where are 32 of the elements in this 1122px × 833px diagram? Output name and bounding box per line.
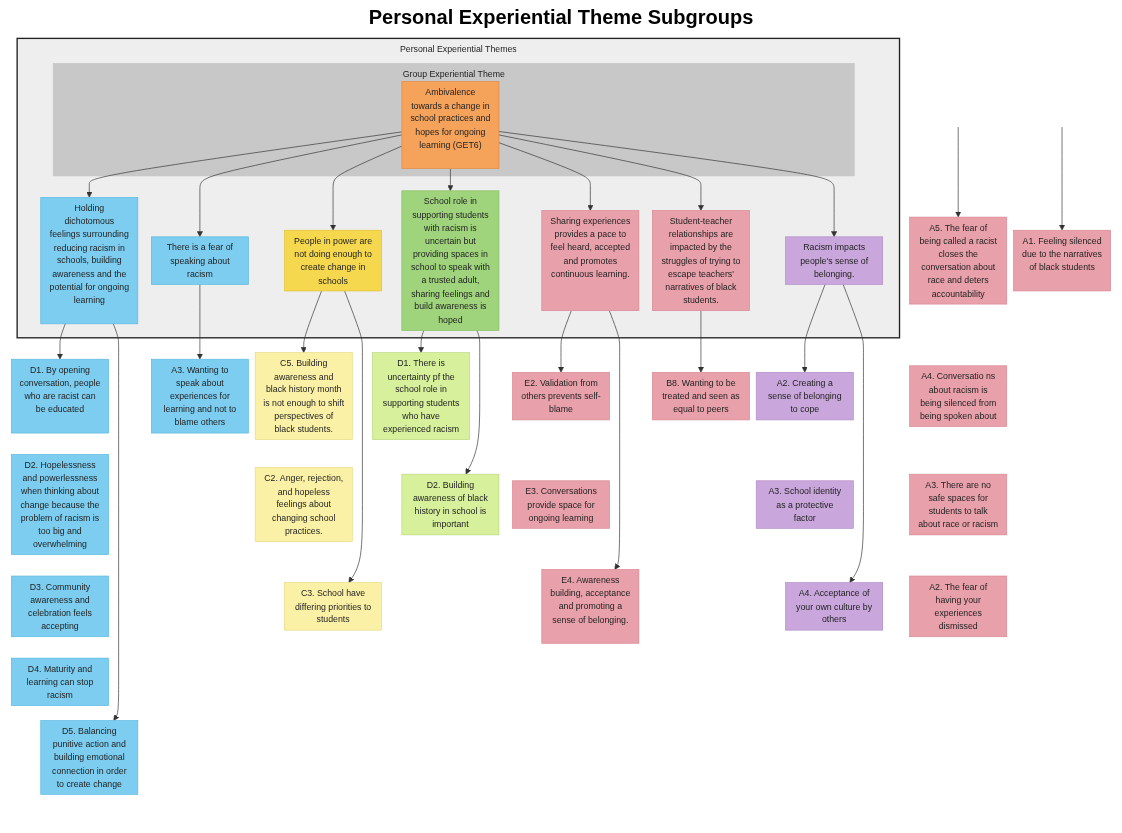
node-box: A3. There are no safe spaces for students to talk about race or racism [909,473,1008,536]
node-box: D5. Balancing punitive action and building emotional connection in order to create change [40,720,139,795]
node-box: D4. Maturity and learning can stop racism [11,657,109,706]
node-box: There is a fear of speaking about racism [151,236,249,285]
node-box: Racism impacts people's sense of belonging. [785,236,883,285]
diagram-title: Personal Experiential Theme Subgroups [367,6,755,29]
node-box: A2. The fear of having your experiences dismissed [909,575,1008,638]
node-box: A4. Acceptance of your own culture by others [785,582,883,631]
node-box: A5. The fear of being called a racist closes the conversation about race and deters accountability [909,216,1008,305]
node-box: C5. Building awareness and black history month is not enough to shift perspectives of black students. [254,352,353,440]
node-box: E2. Validation from others prevents self-blame [512,372,610,421]
node-box: Holding dichotomous feelings surrounding reducing racism in schools, building awareness and the potential for ongoing learning [40,197,139,325]
node-box: A3. Wanting to speak about experiences for learning and not to blame others [151,358,249,434]
node-box: People in power are not doing enough to create change in schools [284,229,382,292]
node-box: C2. Anger, rejection, and hopeless feelings about changing school practices. [254,467,353,542]
node-box: A4. Conversatio ns about racism is being silenced from being spoken about [909,365,1008,427]
node-box: Ambivalence towards a change in school practices and hopes for ongoing learning (GET6) [401,81,500,169]
node-box: E3. Conversations provide space for ongoing learning [512,480,610,529]
node-box: C3. School have differing priorities to students [284,582,382,631]
node-box: D1. By opening conversation, people who are racist can be educated [11,358,109,434]
node-box: Student-teacher relationships are impacted by the struggles of trying to escape teachers' narratives of black students. [652,210,750,311]
node-box: D2. Hopelessness and powerlessness when thinking about change because the problem of racism is too big and overwhelming [11,454,109,555]
node-box: A2. Creating a sense of belonging to cope [755,372,854,421]
node-box: A3. School identity as a protective factor [755,480,854,529]
node-box: B8. Wanting to be treated and seen as equal to peers [652,372,750,421]
node-box: Sharing experiences provides a pace to feel heard, accepted and promotes continuous learning. [541,210,640,311]
node-box: A1. Feeling silenced due to the narratives of black students [1013,229,1111,292]
node-box: D1. There is uncertainty pf the school role in supporting students who have experienced racism [372,352,470,440]
node-box: D2. Building awareness of black history in school is important [401,473,500,536]
node-box: School role in supporting students with racism is uncertain but providing spaces in school to speak with a trusted adult, sharing feelings and build awareness is hoped [401,190,500,331]
node-box: D3. Community awareness and celebration feels accepting [11,575,109,638]
node-box: E4. Awareness building, acceptance and promoting a sense of belonging. [541,569,640,644]
